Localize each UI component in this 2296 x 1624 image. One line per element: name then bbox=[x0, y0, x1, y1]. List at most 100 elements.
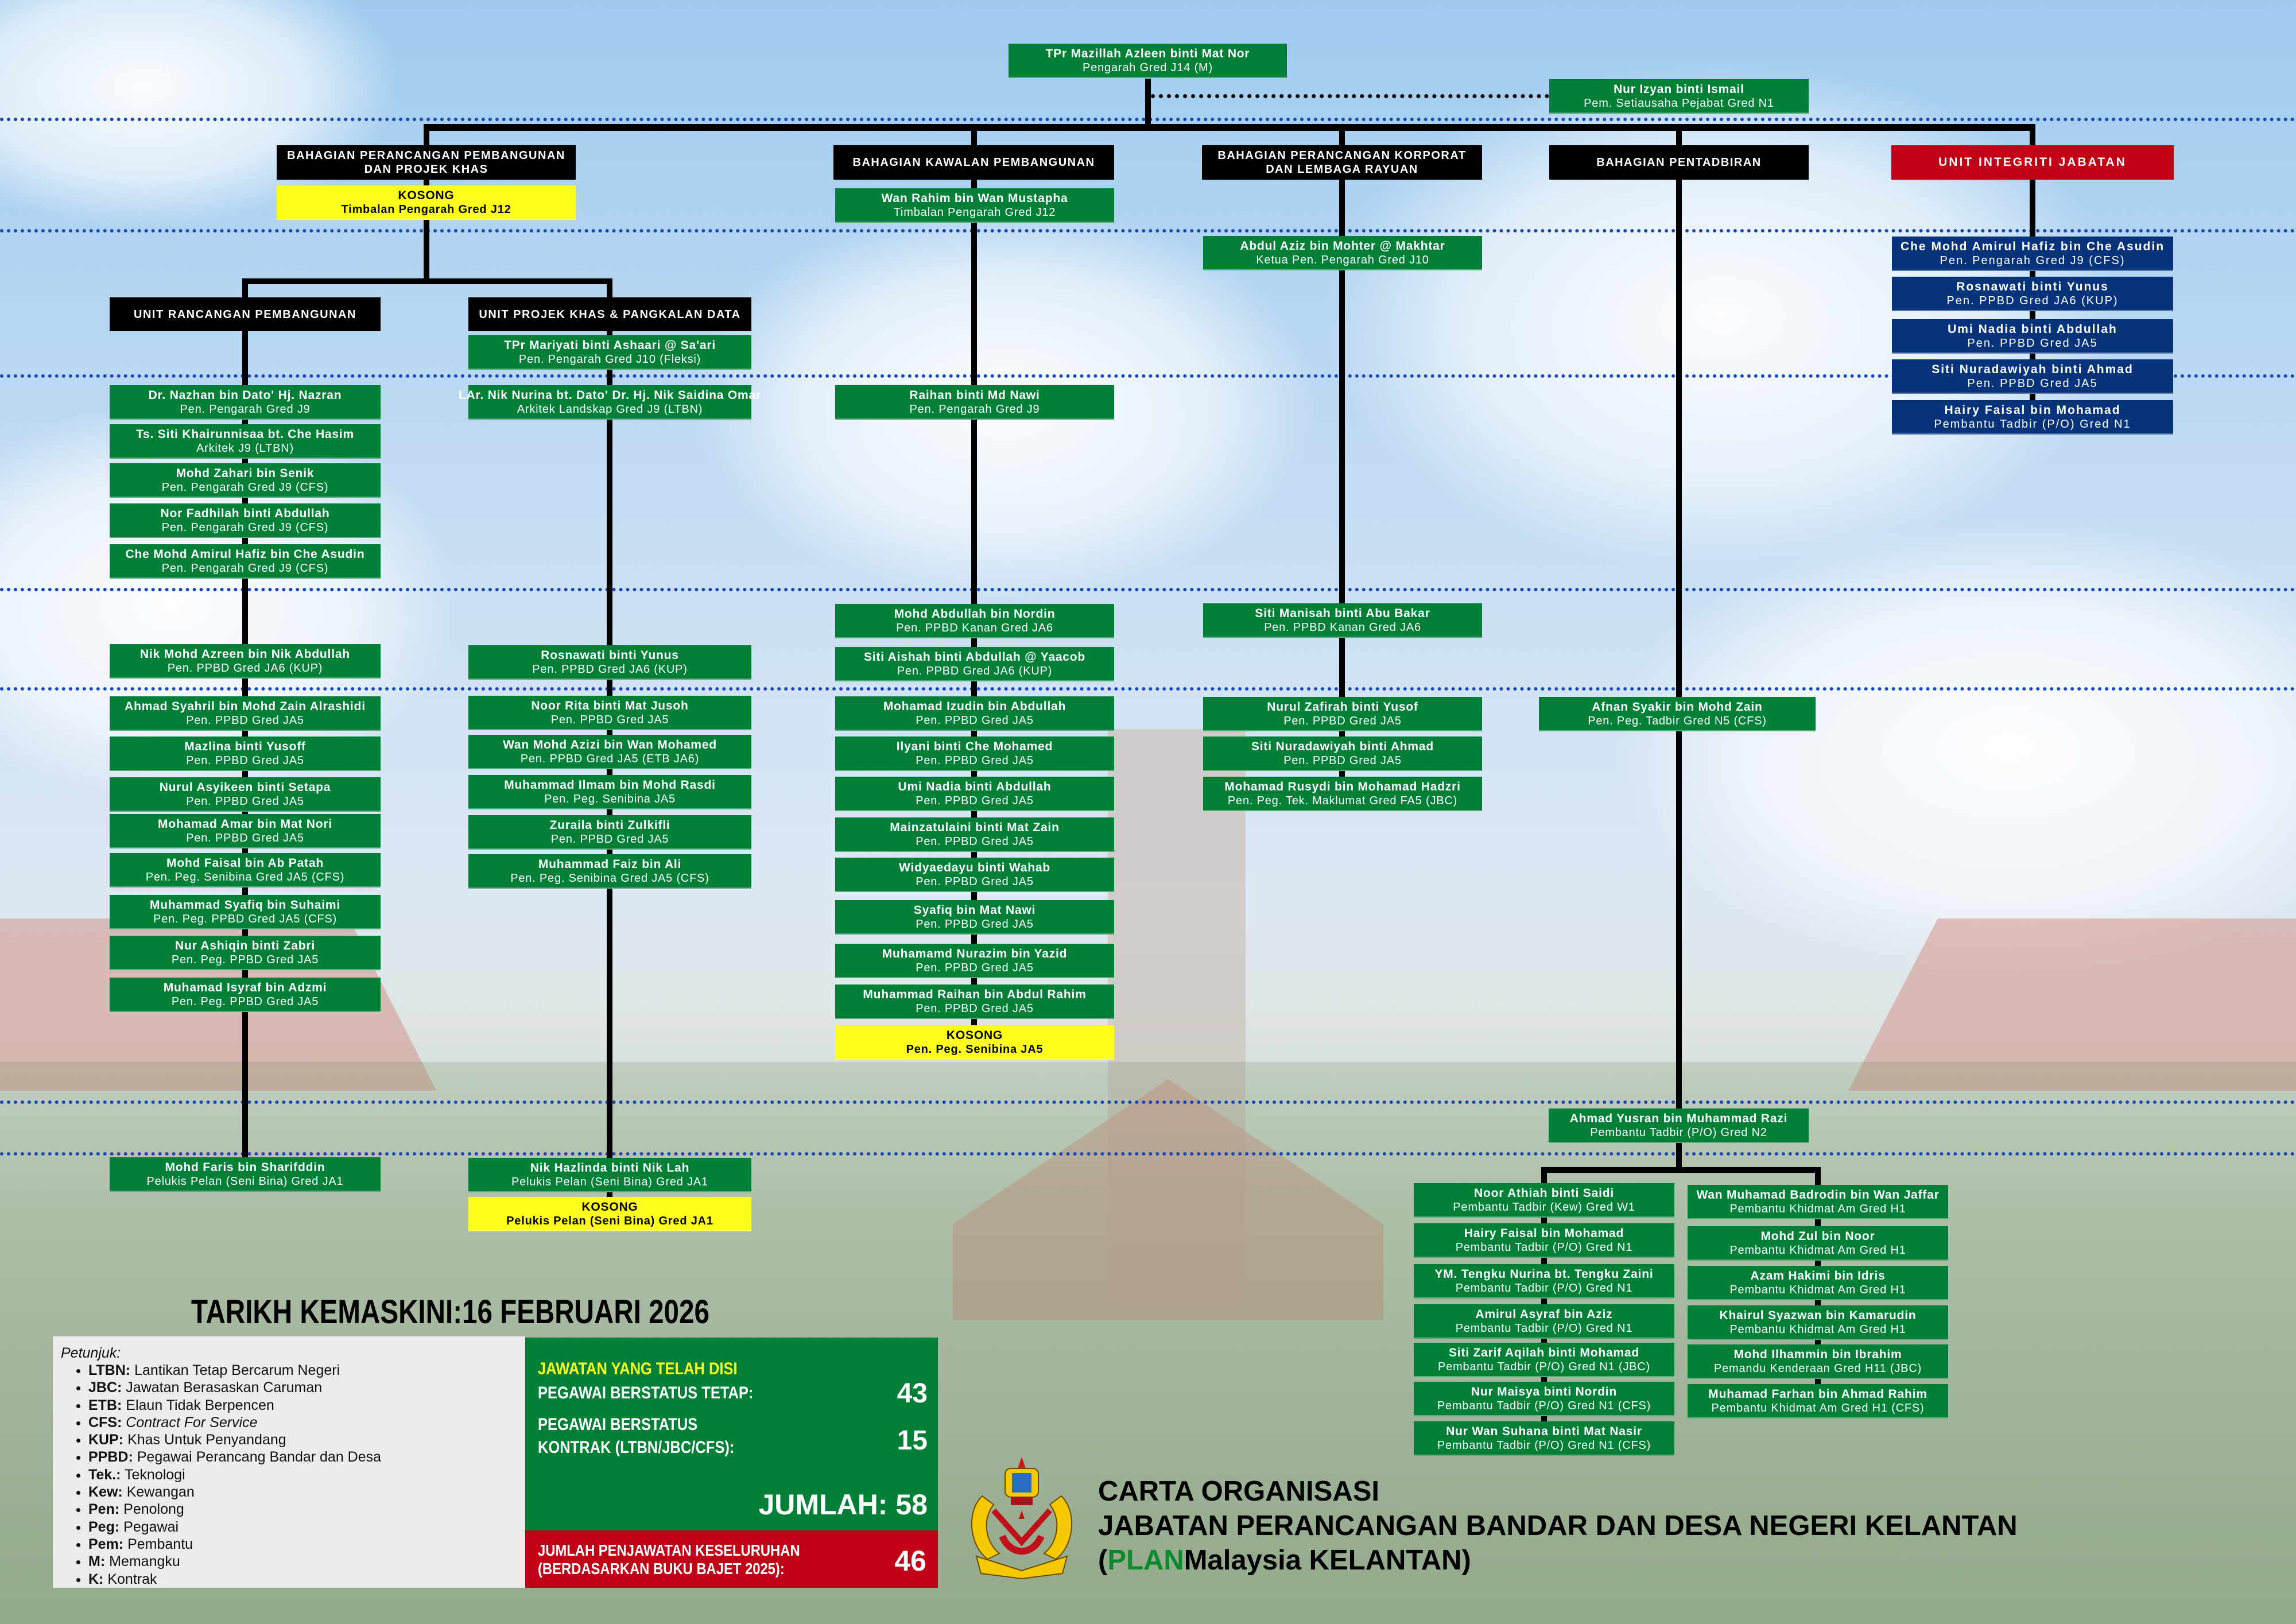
staff-position: Pen. Pengarah Gred J9 (CFS) bbox=[1940, 254, 2126, 267]
staff-name: Siti Zarif Aqilah binti Mohamad bbox=[1448, 1346, 1640, 1359]
unit-header-projek-khas: UNIT PROJEK KHAS & PANGKALAN DATA bbox=[468, 297, 751, 331]
staff-position: Pembantu Tadbir (P/O) Gred N1 bbox=[1455, 1241, 1633, 1254]
staff-name: Muhammad Faiz bin Ali bbox=[538, 857, 682, 871]
staff-position: Pembantu Tadbir (P/O) Gred N1 bbox=[1934, 417, 2131, 431]
permanent-staff-label: PEGAWAI BERSTATUS TETAP: bbox=[538, 1383, 754, 1402]
staff-name: Syafiq bin Mat Nawi bbox=[913, 903, 1036, 917]
connector-line bbox=[242, 278, 612, 284]
staff-name: Mohamad Amar bin Mat Nori bbox=[158, 817, 332, 831]
staff-position: Pen. Peg. PPBD Gred JA5 bbox=[171, 995, 319, 1008]
staff-name: Khairul Syazwan bin Kamarudin bbox=[1719, 1308, 1917, 1322]
permanent-staff-count: 43 bbox=[897, 1378, 928, 1409]
title-paren-open: ( bbox=[1098, 1545, 1108, 1576]
contract-staff-count: 15 bbox=[897, 1425, 928, 1456]
staff-position: Pembantu Khidmat Am Gred H1 bbox=[1729, 1202, 1906, 1215]
staff-name: Ilyani binti Che Mohamed bbox=[896, 739, 1053, 753]
legend-abbreviation: Tek.: bbox=[88, 1466, 121, 1483]
staff-name: Muhammad Raihan bin Abdul Rahim bbox=[863, 987, 1087, 1001]
staff-name: Rosnawati binti Yunus bbox=[1956, 280, 2109, 293]
staff-position: Pen. PPBD Gred JA5 bbox=[1283, 754, 1402, 767]
connector-line bbox=[1339, 124, 1345, 778]
division-header-perancangan-pembangunan: BAHAGIAN PERANCANGAN PEMBANGUNAN DAN PRO… bbox=[277, 145, 576, 180]
staff-position: Pembantu Tadbir (P/O) Gred N2 bbox=[1590, 1126, 1767, 1139]
staff-position: Pen. PPBD Gred JA5 bbox=[186, 754, 304, 767]
staff-name: Rosnawati binti Yunus bbox=[541, 648, 679, 662]
connector-line bbox=[1145, 79, 1151, 130]
staff-name: Noor Athiah binti Saidi bbox=[1474, 1186, 1614, 1200]
legend-item: Kew: Kewangan bbox=[88, 1483, 525, 1501]
staff-position: Arkitek Landskap Gred J9 (LTBN) bbox=[517, 402, 703, 416]
title-line3-suffix: Malaysia KELANTAN) bbox=[1184, 1545, 1471, 1576]
staff-name: Siti Aishah binti Abdullah @ Yaacob bbox=[863, 650, 1086, 664]
staff-name: Mainzatulaini binti Mat Zain bbox=[890, 820, 1060, 834]
staff-position: Pelukis Pelan (Seni Bina) Gred JA1 bbox=[511, 1175, 708, 1188]
legend-item: ETB: Elaun Tidak Berpencen bbox=[88, 1397, 525, 1414]
staff-position: Pen. PPBD Gred JA5 bbox=[1967, 336, 2098, 350]
legend-item: CFS: Contract For Service bbox=[88, 1414, 525, 1431]
staff-name: TPr Mariyati binti Ashaari @ Sa'ari bbox=[504, 338, 716, 352]
staff-position: Pen. Peg. Senibina Gred JA5 (CFS) bbox=[510, 871, 709, 885]
chart-title: CARTA ORGANISASI JABATAN PERANCANGAN BAN… bbox=[1098, 1474, 2018, 1578]
legend-description: Memangku bbox=[109, 1553, 180, 1570]
division-header-pentadbiran: BAHAGIAN PENTADBIRAN bbox=[1549, 145, 1809, 180]
staff-position: Pen. Peg. Senibina Gred JA5 (CFS) bbox=[145, 870, 345, 883]
staff-position: Pembantu Tadbir (P/O) Gred N1 bbox=[1455, 1321, 1633, 1335]
legend-heading: Petunjuk: bbox=[61, 1345, 121, 1361]
staff-position: Timbalan Pengarah Gred J12 bbox=[893, 206, 1056, 219]
staff-name: Mohd Abdullah bin Nordin bbox=[894, 607, 1056, 621]
staff-name: Abdul Aziz bin Mohter @ Makhtar bbox=[1240, 239, 1445, 253]
legend-abbreviation: LTBN: bbox=[88, 1362, 131, 1378]
kelantan-crest-logo bbox=[971, 1457, 1073, 1580]
total-establishment-count: 46 bbox=[894, 1545, 926, 1577]
legend-description: Contract For Service bbox=[126, 1414, 258, 1431]
division-header-kawalan-pembangunan: BAHAGIAN KAWALAN PEMBANGUNAN bbox=[833, 145, 1114, 180]
staff-name: Ts. Siti Khairunnisaa bt. Che Hasim bbox=[135, 427, 355, 441]
legend-item: JBC: Jawatan Berasaskan Caruman bbox=[88, 1379, 525, 1396]
staff-position: Pen. PPBD Gred JA5 bbox=[916, 794, 1034, 807]
contract-staff-label-line2: KONTRAK (LTBN/JBC/CFS): bbox=[538, 1438, 735, 1457]
legend-item: Peg: Pegawai bbox=[88, 1518, 525, 1536]
staff-position: Pembantu Tadbir (Kew) Gred W1 bbox=[1453, 1200, 1635, 1214]
staff-position: Pembantu Khidmat Am Gred H1 bbox=[1729, 1323, 1906, 1336]
staff-position: Pen. PPBD Gred JA5 bbox=[916, 917, 1034, 931]
staff-name: Mohd Ilhammin bin Ibrahim bbox=[1733, 1347, 1902, 1361]
staff-name: Mazlina binti Yusoff bbox=[184, 739, 306, 753]
staff-name: Hairy Faisal bin Mohamad bbox=[1464, 1226, 1624, 1240]
legend-abbreviation: Pen: bbox=[88, 1501, 120, 1518]
staff-position: Pem. Setiausaha Pejabat Gred N1 bbox=[1584, 96, 1774, 110]
total-filled-label: JUMLAH: bbox=[758, 1489, 888, 1521]
planmalaysia-brand: PLAN bbox=[1107, 1545, 1184, 1576]
staff-name: Wan Muhamad Badrodin bin Wan Jaffar bbox=[1696, 1188, 1940, 1201]
staff-position: Pen. PPBD Gred JA6 (KUP) bbox=[897, 664, 1053, 677]
legend-abbreviation: Pem: bbox=[88, 1536, 124, 1552]
staff-name: Mohd Faisal bin Ab Patah bbox=[166, 856, 324, 870]
legend-abbreviation: K: bbox=[88, 1571, 104, 1587]
staff-position: Pembantu Tadbir (P/O) Gred N1 (CFS) bbox=[1437, 1439, 1651, 1452]
legend-list: LTBN: Lantikan Tetap Bercarum NegeriJBC:… bbox=[61, 1362, 525, 1588]
filled-positions-heading: JAWATAN YANG TELAH DISI bbox=[538, 1359, 738, 1378]
staff-name: Muhamad Farhan bin Ahmad Rahim bbox=[1708, 1387, 1927, 1401]
